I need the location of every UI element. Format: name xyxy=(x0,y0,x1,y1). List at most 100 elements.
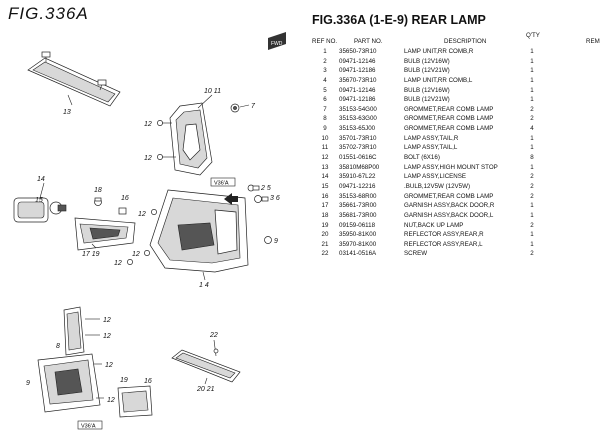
ref-cell: 21 xyxy=(321,240,329,248)
fwd-label: FWD xyxy=(271,41,283,47)
qty-cell: 1 xyxy=(530,240,534,248)
part-no-cell: 35153-65J00 xyxy=(339,125,376,133)
part-no-cell: 03141-0516A xyxy=(339,250,377,258)
ref-box-1: V36'A xyxy=(210,177,236,187)
qty-cell: 1 xyxy=(530,202,534,210)
license-lamp xyxy=(13,197,67,223)
svg-text:V36'A: V36'A xyxy=(81,424,96,430)
description-cell: GROMMET,REAR COMB LAMP xyxy=(404,125,494,133)
description-cell: .BULB,12V5W (12V5W) xyxy=(404,182,471,190)
table-row: 4 35670-73R10 LAMP UNIT,RR COMB,L 1 xyxy=(312,76,600,86)
part-no-cell: 35650-73R10 xyxy=(339,48,377,55)
qty-cell: 1 xyxy=(530,211,534,219)
fwd-arrow-icon: FWD xyxy=(268,32,286,50)
qty-cell: 1 xyxy=(530,86,534,94)
ref-cell: 4 xyxy=(323,76,327,84)
qty-cell: 1 xyxy=(530,67,534,75)
part-no-cell: 35153-63G00 xyxy=(339,115,377,123)
svg-text:V36'A: V36'A xyxy=(214,181,229,187)
qty-cell: 2 xyxy=(530,250,534,258)
qty-cell: 2 xyxy=(530,221,534,229)
bolt-12c xyxy=(151,209,157,215)
part-no-cell: 35670-73R10 xyxy=(339,76,377,84)
description-cell: BULB (12V21W) xyxy=(404,67,450,75)
callout-15: 15 xyxy=(35,197,43,204)
header-part: PART NO. xyxy=(354,38,383,45)
table-row: 9 35153-65J00 GROMMET,REAR COMB LAMP 4 xyxy=(312,124,600,134)
callout-20-21: 20 21 xyxy=(196,386,215,393)
grommet-7 xyxy=(230,103,240,113)
bolt-12e xyxy=(127,259,133,265)
ref-cell: 6 xyxy=(323,96,327,104)
callout-12h: 12 xyxy=(105,362,113,369)
ref-cell: 20 xyxy=(321,231,329,239)
ref-cell: 18 xyxy=(321,211,329,219)
header-remarks: REM xyxy=(586,38,600,45)
ref-box-2: V36'A xyxy=(77,420,103,430)
figure-label: FIG.336A xyxy=(8,4,89,23)
description-cell: SCREW xyxy=(404,250,428,258)
arrow-icon xyxy=(224,193,238,205)
qty-cell: 1 xyxy=(530,231,534,239)
qty-cell: 4 xyxy=(530,125,534,133)
ref-cell: 19 xyxy=(321,221,329,229)
qty-cell: 1 xyxy=(530,76,534,84)
ref-cell: 13 xyxy=(321,163,329,171)
bulbs-3-6 xyxy=(254,195,269,203)
description-cell: LAMP UNIT,RR COMB,R xyxy=(404,48,474,55)
callout-13: 13 xyxy=(63,109,71,116)
description-cell: GARNISH ASSY,BACK DOOR,R xyxy=(404,202,495,210)
qty-cell: 1 xyxy=(530,96,534,104)
callout-7: 7 xyxy=(251,103,256,110)
description-cell: BULB (12V16W) xyxy=(404,86,450,94)
part-no-cell: 09471-12186 xyxy=(339,67,376,75)
part-18 xyxy=(94,197,102,206)
ref-cell: 17 xyxy=(321,202,329,210)
part-no-cell: 35910-67L22 xyxy=(339,173,376,181)
part-no-cell: 09471-12186 xyxy=(339,96,376,104)
ref-cell: 2 xyxy=(323,57,327,65)
callout-18: 18 xyxy=(94,187,102,194)
ref-cell: 9 xyxy=(323,125,327,133)
callout-10-11: 10 11 xyxy=(204,88,221,95)
callout-9b: 9 xyxy=(26,380,30,387)
callout-16a: 16 xyxy=(121,195,129,202)
table-row: 19 09159-06118 NUT,BACK UP LAMP 2 xyxy=(312,221,600,231)
description-cell: REFLECTOR ASSY,REAR,R xyxy=(404,231,484,239)
table-header: REF NO. PART NO. DESCRIPTION Q'TY REM xyxy=(312,32,600,47)
part-no-cell: 09471-12216 xyxy=(339,182,376,190)
description-cell: BOLT (6X16) xyxy=(404,154,440,162)
bolt-12b xyxy=(157,154,176,160)
callout-9: 9 xyxy=(274,238,278,245)
page-title: FIG.336A (1-E-9) REAR LAMP xyxy=(312,13,486,27)
bolt-12a xyxy=(157,120,172,126)
callout-12a: 12 xyxy=(144,121,152,128)
callout-12f: 12 xyxy=(103,317,111,324)
part-no-cell: 01551-0616C xyxy=(339,154,377,162)
part-no-cell: 09159-06118 xyxy=(339,221,376,229)
header-ref: REF NO. xyxy=(312,38,338,45)
qty-cell: 1 xyxy=(530,163,534,171)
description-cell: LAMP ASSY,TAIL,R xyxy=(404,134,459,142)
ref-cell: 15 xyxy=(321,182,329,190)
description-cell: NUT,BACK UP LAMP xyxy=(404,221,464,229)
table-body: 1 35650-73R10 LAMP UNIT,RR COMB,R 1 2 09471-1… xyxy=(312,47,600,259)
qty-cell: 1 xyxy=(530,144,534,152)
qty-cell: 2 xyxy=(530,115,534,123)
callout-12c: 12 xyxy=(138,211,146,218)
bolt-12d xyxy=(144,250,150,256)
grommet-16a xyxy=(118,207,127,215)
callout-3-6: 3 6 xyxy=(270,195,280,202)
part-no-cell: 09471-12146 xyxy=(339,57,376,65)
callout-16b: 16 xyxy=(144,378,152,385)
description-cell: LAMP UNIT,RR COMB,L xyxy=(404,76,473,84)
